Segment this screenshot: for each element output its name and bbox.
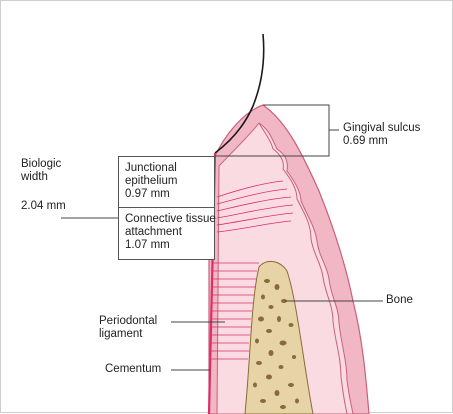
gingival-sulcus-title: Gingival sulcus bbox=[343, 122, 420, 135]
junctional-epithelium-value: 0.97 mm bbox=[125, 188, 177, 201]
connective-tissue-label: Connective tissue attachment 1.07 mm bbox=[125, 213, 216, 252]
junctional-box-divider bbox=[118, 207, 215, 208]
gingival-sulcus-value: 0.69 mm bbox=[343, 135, 420, 148]
junctional-epithelium-title-1: Junctional bbox=[125, 162, 177, 175]
junctional-epithelium-title-2: epithelium bbox=[125, 175, 177, 188]
connective-tissue-title-2: attachment bbox=[125, 226, 216, 239]
biologic-width-title-2: width bbox=[21, 171, 61, 184]
connective-tissue-value: 1.07 mm bbox=[125, 239, 216, 252]
periodontal-ligament-label: Periodontal ligament bbox=[99, 315, 157, 341]
bone-label: Bone bbox=[386, 294, 413, 307]
connective-tissue-title-1: Connective tissue bbox=[125, 213, 216, 226]
biologic-width-value: 2.04 mm bbox=[21, 200, 66, 213]
periodontal-ligament-title-2: ligament bbox=[99, 328, 157, 341]
biologic-width-title-1: Biologic bbox=[21, 158, 61, 171]
cementum-label: Cementum bbox=[105, 363, 161, 376]
gingival-sulcus-label: Gingival sulcus 0.69 mm bbox=[343, 122, 420, 148]
periodontal-ligament-title-1: Periodontal bbox=[99, 315, 157, 328]
biologic-width-label: Biologic width bbox=[21, 158, 61, 184]
junctional-epithelium-label: Junctional epithelium 0.97 mm bbox=[125, 162, 177, 201]
